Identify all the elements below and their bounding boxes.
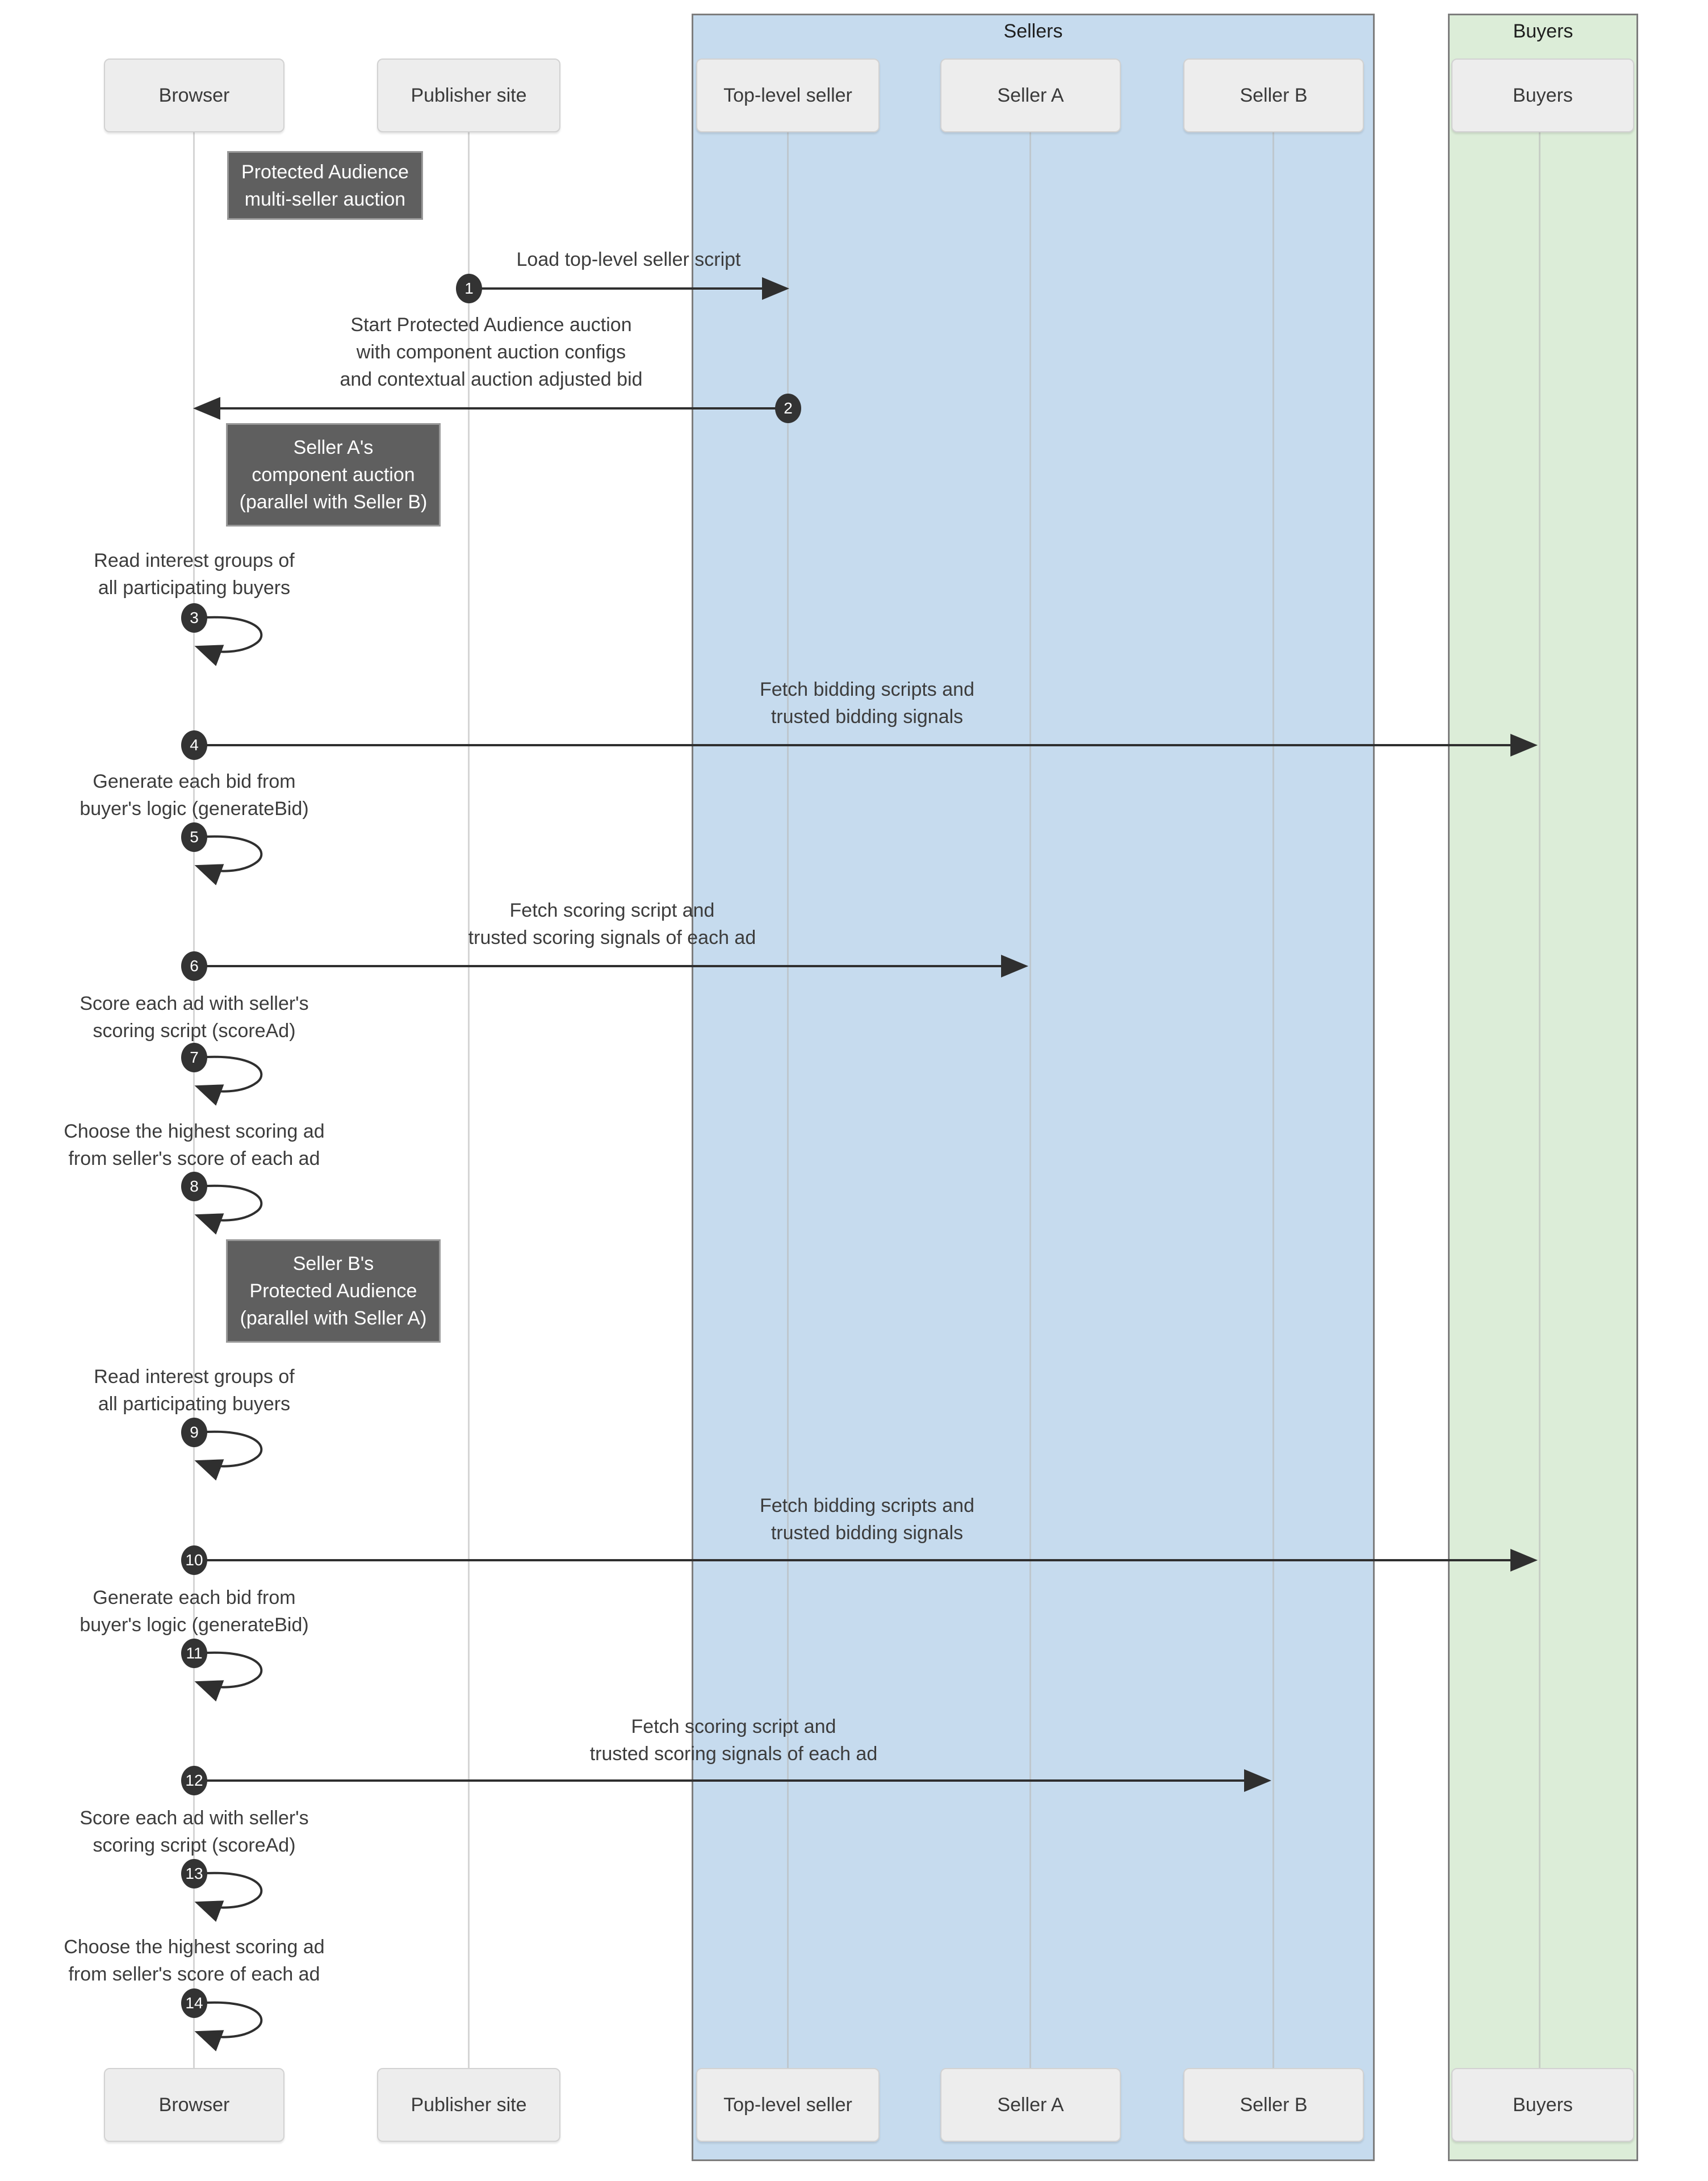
participant-top-level-seller-bottom: Top-level seller bbox=[696, 2068, 880, 2142]
sellers-group-label: Sellers bbox=[1003, 20, 1063, 42]
message-1-number: 1 bbox=[456, 274, 482, 303]
message-5-self-arrow bbox=[194, 835, 263, 885]
participant-publisher-bottom: Publisher site bbox=[377, 2068, 560, 2142]
message-2-label: Start Protected Audience auction with co… bbox=[340, 314, 643, 390]
lifeline-seller-b bbox=[1272, 132, 1274, 2068]
message-8-self-arrow bbox=[194, 1184, 263, 1235]
lifeline-buyers bbox=[1539, 132, 1540, 2068]
note-seller-b-protected-audience: Seller B's Protected Audience (parallel … bbox=[226, 1239, 441, 1343]
message-9-number: 9 bbox=[181, 1418, 207, 1447]
message-11-self-arrow bbox=[194, 1651, 263, 1702]
message-14-number: 14 bbox=[181, 1988, 207, 2018]
message-1-label: Load top-level seller script bbox=[516, 249, 741, 270]
message-12-label: Fetch scoring script and trusted scoring… bbox=[589, 1716, 878, 1765]
message-14-self-arrow bbox=[194, 2001, 263, 2052]
participant-browser-bottom: Browser bbox=[104, 2068, 284, 2142]
participant-seller-b-top: Seller B bbox=[1183, 59, 1364, 132]
message-4-label: Fetch bidding scripts and trusted biddin… bbox=[760, 679, 974, 728]
participant-buyers-bottom: Buyers bbox=[1451, 2068, 1634, 2142]
message-10-number: 10 bbox=[181, 1545, 207, 1575]
participant-seller-b-bottom: Seller B bbox=[1183, 2068, 1364, 2142]
message-14-label: Choose the highest scoring ad from selle… bbox=[64, 1936, 325, 1985]
message-7-self-arrow bbox=[194, 1055, 263, 1106]
message-3-self-arrow bbox=[194, 616, 263, 666]
message-11-number: 11 bbox=[181, 1639, 207, 1668]
buyers-group-background bbox=[1448, 14, 1638, 2161]
lifeline-publisher bbox=[468, 132, 470, 2068]
participant-top-level-seller-top: Top-level seller bbox=[696, 59, 880, 132]
participant-seller-a-bottom: Seller A bbox=[940, 2068, 1121, 2142]
message-5-number: 5 bbox=[181, 822, 207, 852]
participant-seller-a-top: Seller A bbox=[940, 59, 1121, 132]
participant-buyers-top: Buyers bbox=[1451, 59, 1634, 132]
message-11-label: Generate each bid from buyer's logic (ge… bbox=[79, 1587, 309, 1636]
lifeline-top-level-seller bbox=[787, 132, 789, 2068]
note-protected-audience-auction: Protected Audience multi-seller auction bbox=[227, 151, 423, 220]
message-4-number: 4 bbox=[181, 730, 207, 760]
message-9-label: Read interest groups of all participatin… bbox=[94, 1366, 295, 1415]
message-8-label: Choose the highest scoring ad from selle… bbox=[64, 1121, 325, 1169]
message-13-label: Score each ad with seller's scoring scri… bbox=[79, 1807, 309, 1856]
message-13-number: 13 bbox=[181, 1859, 207, 1888]
message-10-label: Fetch bidding scripts and trusted biddin… bbox=[760, 1495, 974, 1544]
message-9-self-arrow bbox=[194, 1430, 263, 1481]
message-8-number: 8 bbox=[181, 1172, 207, 1201]
note-seller-a-component-auction: Seller A's component auction (parallel w… bbox=[226, 423, 441, 527]
sellers-group-background bbox=[692, 14, 1375, 2161]
message-7-label: Score each ad with seller's scoring scri… bbox=[79, 993, 309, 1042]
message-2-number: 2 bbox=[775, 394, 801, 423]
message-13-self-arrow bbox=[194, 1871, 263, 1922]
message-7-number: 7 bbox=[181, 1043, 207, 1072]
lifeline-browser bbox=[193, 132, 195, 2068]
buyers-group-label: Buyers bbox=[1513, 20, 1573, 42]
lifeline-seller-a bbox=[1029, 132, 1031, 2068]
message-12-number: 12 bbox=[181, 1766, 207, 1795]
message-5-label: Generate each bid from buyer's logic (ge… bbox=[79, 771, 309, 820]
message-6-label: Fetch scoring script and trusted scoring… bbox=[468, 900, 756, 949]
message-3-label: Read interest groups of all participatin… bbox=[94, 550, 295, 599]
message-3-number: 3 bbox=[181, 603, 207, 633]
participant-publisher-top: Publisher site bbox=[377, 59, 560, 132]
participant-browser-top: Browser bbox=[104, 59, 284, 132]
message-6-number: 6 bbox=[181, 951, 207, 981]
